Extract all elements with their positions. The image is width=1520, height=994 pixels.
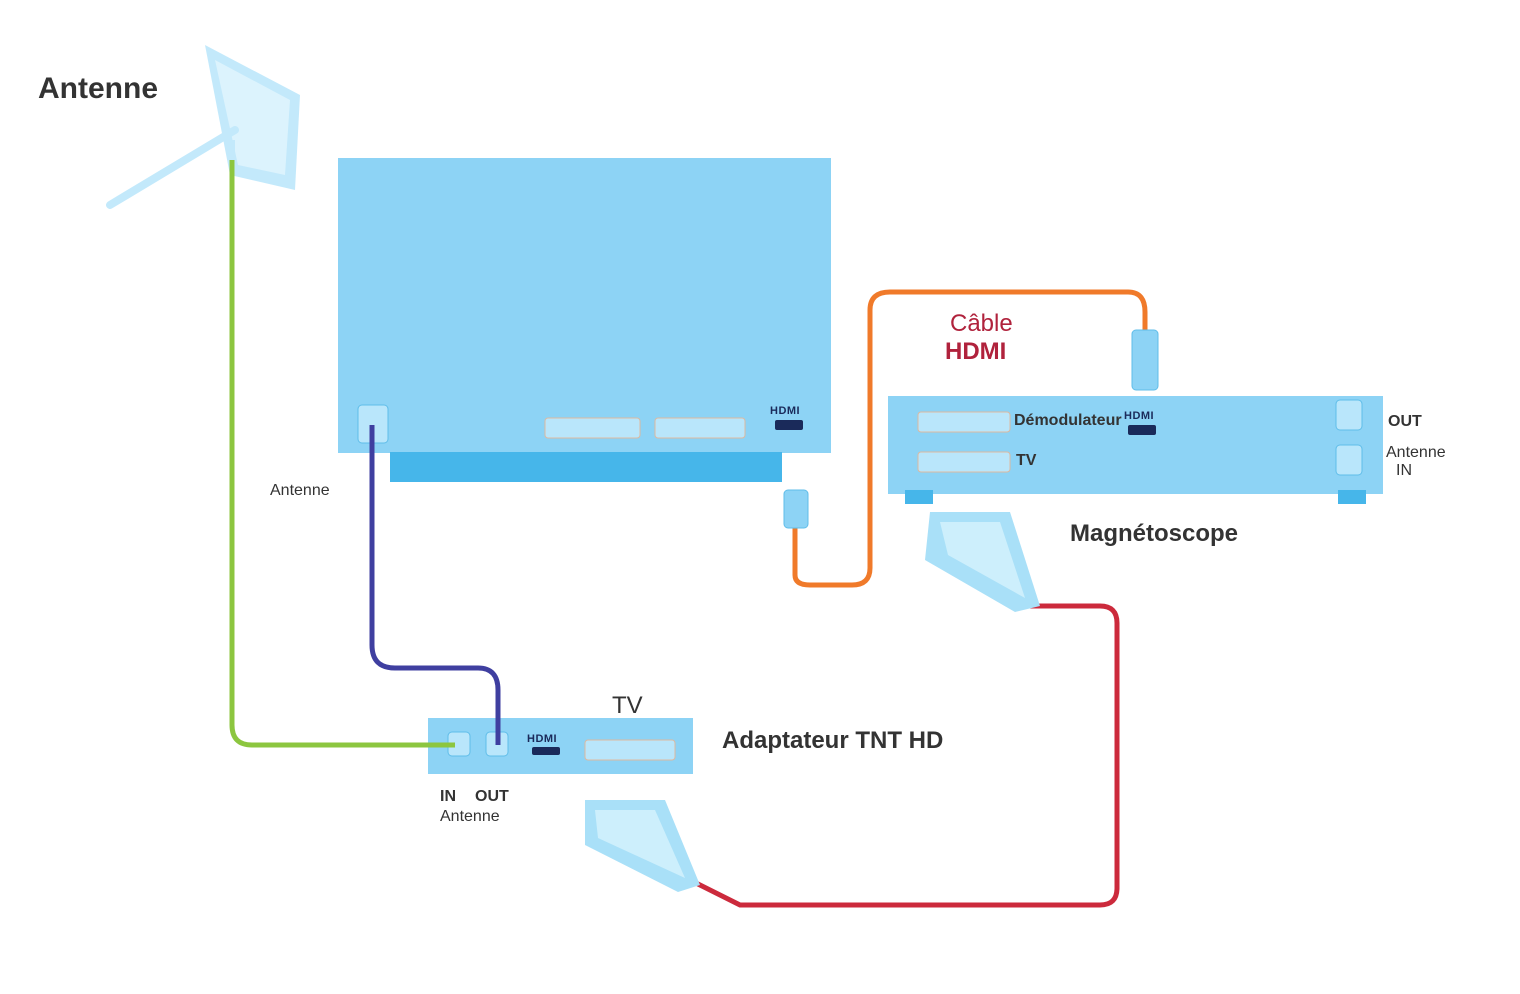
vcr-in-label: IN [1396,462,1412,479]
vcr-foot-left [905,490,933,504]
blue-coax-cable [369,425,501,745]
vcr-foot-right [1338,490,1366,504]
vcr-out-label: OUT [1388,413,1422,430]
vcr-scart-demod [917,411,1011,433]
vcr-antenna-label: Antenne [1386,444,1446,461]
tv-base [390,452,782,482]
vcr-tv-label: TV [1016,452,1037,469]
adapter-tv-label: TV [612,692,643,719]
cable-hdmi-label-line1: Câble [950,310,1013,337]
adapter-in-label: IN [440,788,456,805]
scart-plug-icon [585,512,1040,892]
vcr-demodulator-label: Démodulateur [1014,412,1122,429]
tv-hdmi-port [775,420,803,430]
cable-hdmi-label-line2: HDMI [945,338,1007,365]
antenna-arm [106,126,239,209]
red-scart-cable [688,603,1120,908]
tv-screen [338,158,831,453]
vcr-in-port [1335,444,1363,476]
adapter-title: Adaptateur TNT HD [722,727,944,754]
adapter-scart-port [584,739,676,761]
vcr-scart-tv [917,451,1011,473]
tv-scart-port-2 [654,417,746,439]
scart-plug-adapter-inner [595,810,685,878]
scart-plug-vcr-inner [940,522,1025,598]
vcr-hdmi-port [1128,425,1156,435]
antenna-label: Antenne [38,72,158,105]
orange-hdmi-cable [792,289,1148,588]
adapter-out-label: OUT [475,788,509,805]
antenna-dish-icon [106,45,300,209]
tv-antenna-label: Antenne [270,482,330,499]
green-antenna-cable [229,160,455,748]
adapter-antenna-label: Antenne [440,808,500,825]
vcr-title: Magnétoscope [1070,520,1239,547]
vcr-out-port [1335,399,1363,431]
hdmi-plug-vcr [1131,329,1159,391]
tv-scart-port-1 [544,417,641,439]
vcr-hdmi-port-label: HDMI [1124,410,1155,422]
hdmi-plug-icon [783,329,1159,529]
adapter-hdmi-port [532,747,560,755]
tv-hdmi-port-label: HDMI [770,405,801,417]
adapter-hdmi-port-label: HDMI [527,733,558,745]
hdmi-plug-tv [783,489,809,529]
antenna-dish-rim [215,60,290,175]
